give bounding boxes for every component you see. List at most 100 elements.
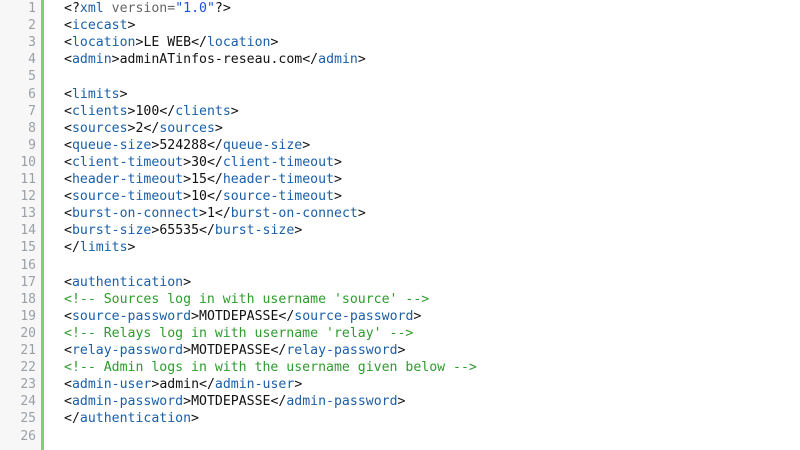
line-number: 7: [28, 103, 36, 119]
code-line[interactable]: <admin>adminATinfos-reseau.com</admin>: [64, 51, 366, 68]
code-token-punct: <: [64, 189, 72, 205]
code-token-punct: <: [64, 86, 72, 102]
line-number: 5: [28, 69, 36, 85]
code-token-punct: </: [206, 137, 223, 153]
code-token-punct: >: [357, 206, 366, 222]
code-line[interactable]: <header-timeout>15</header-timeout>: [64, 171, 342, 188]
code-token-punct: >: [183, 343, 192, 358]
code-line[interactable]: <admin-user>admin</admin-user>: [64, 376, 302, 393]
code-token-tag: source-password: [71, 308, 192, 324]
line-number: 6: [28, 86, 36, 102]
code-token-punct: >: [127, 240, 136, 256]
code-line[interactable]: <icecast>: [64, 17, 135, 34]
code-token-punct: </: [206, 189, 223, 205]
code-token-tag: limits: [79, 240, 128, 256]
code-token-tag: client-timeout: [71, 154, 184, 170]
code-token-tag: location: [206, 35, 271, 51]
code-token-tag: admin-user: [214, 377, 295, 393]
code-token-text: 1: [206, 206, 215, 222]
line-number: 12: [20, 189, 36, 205]
code-token-str: "1.0": [175, 1, 215, 16]
code-line[interactable]: <location>LE WEB</location>: [64, 34, 278, 51]
code-line[interactable]: </authentication>: [64, 410, 199, 427]
code-token-text: admin: [159, 377, 200, 393]
code-token-punct: <: [64, 172, 72, 187]
code-token-punct: >: [183, 394, 192, 410]
code-line[interactable]: <burst-size>65535</burst-size>: [64, 222, 302, 239]
line-number: 17: [20, 274, 36, 290]
code-token-punct: <: [64, 18, 72, 34]
code-token-punct: >: [302, 137, 311, 153]
code-line[interactable]: </limits>: [64, 239, 135, 256]
code-token-text: 100: [135, 103, 160, 119]
code-token-punct: <: [64, 52, 72, 68]
code-token-punct: <: [64, 343, 72, 358]
code-token-punct: >: [119, 86, 128, 102]
code-token-tag: queue-size: [71, 137, 152, 153]
code-token-tag: sources: [159, 120, 215, 136]
code-line[interactable]: <clients>100</clients>: [64, 103, 239, 120]
code-token-tag: admin-password: [286, 394, 398, 410]
code-token-punct: <: [64, 394, 72, 410]
code-token-punct: >: [334, 189, 342, 205]
code-token-punct: >: [127, 18, 136, 34]
line-number: 14: [20, 223, 36, 239]
line-number: 20: [20, 325, 36, 341]
code-line[interactable]: <!-- Relays log in with username 'relay'…: [64, 325, 413, 342]
line-number: 1: [28, 1, 36, 16]
code-line[interactable]: <!-- Sources log in with username 'sourc…: [64, 291, 429, 308]
code-token-tag: admin: [318, 52, 358, 68]
line-number: 13: [20, 206, 36, 222]
code-token-punct: </: [270, 394, 287, 410]
code-token-punct: >: [191, 308, 199, 324]
code-token-text: 30: [191, 154, 207, 170]
code-area[interactable]: <?xml version="1.0"?><icecast><location>…: [50, 0, 800, 450]
code-token-punct: >: [151, 223, 160, 239]
code-token-text: 10: [191, 189, 207, 205]
code-line[interactable]: <burst-on-connect>1</burst-on-connect>: [64, 205, 366, 222]
code-token-punct: >: [183, 189, 192, 205]
line-number: 2: [28, 18, 36, 34]
code-token-punct: </: [214, 206, 231, 222]
line-number: 18: [20, 291, 36, 307]
code-token-text: MOTDEPASSE: [191, 343, 271, 358]
line-number: 25: [20, 411, 36, 427]
code-token-comment: <!-- Relays log in with username 'relay'…: [64, 325, 414, 341]
code-token-tag: authentication: [79, 411, 192, 427]
code-line[interactable]: <sources>2</sources>: [64, 120, 223, 137]
code-token-tag: location: [71, 35, 136, 51]
code-line[interactable]: <source-password>MOTDEPASSE</source-pass…: [64, 308, 421, 325]
code-token-attr: version=: [103, 1, 176, 16]
code-token-punct: >: [127, 103, 136, 119]
code-token-punct: >: [397, 394, 406, 410]
line-number: 23: [20, 377, 36, 393]
code-token-tag: queue-size: [222, 137, 303, 153]
code-line[interactable]: <relay-password>MOTDEPASSE</relay-passwo…: [64, 342, 405, 359]
code-token-punct: </: [64, 411, 80, 427]
code-token-punct: <: [64, 120, 72, 136]
code-line[interactable]: <client-timeout>30</client-timeout>: [64, 154, 342, 171]
line-number: 26: [20, 428, 36, 444]
code-token-punct: >: [151, 137, 160, 153]
code-token-punct: </: [206, 154, 223, 170]
code-token-punct: >: [199, 206, 207, 222]
code-line[interactable]: <!-- Admin logs in with the username giv…: [64, 359, 477, 376]
code-line[interactable]: <admin-password>MOTDEPASSE</admin-passwo…: [64, 393, 405, 410]
code-token-punct: <: [64, 137, 72, 153]
code-line[interactable]: <?xml version="1.0"?>: [64, 0, 231, 17]
code-token-punct: <: [64, 308, 72, 324]
code-line[interactable]: <source-timeout>10</source-timeout>: [64, 188, 342, 205]
code-line[interactable]: <limits>: [64, 86, 128, 103]
code-token-punct: >: [230, 103, 239, 119]
code-token-punct: >: [135, 35, 144, 51]
code-line[interactable]: <authentication>: [64, 274, 191, 291]
code-token-punct: >: [294, 377, 303, 393]
code-token-punct: >: [214, 120, 223, 136]
code-token-punct: >: [183, 172, 192, 187]
code-token-tag: limits: [71, 86, 120, 102]
code-token-punct: </: [302, 52, 319, 68]
code-token-text: 65535: [159, 223, 200, 239]
code-line[interactable]: <queue-size>524288</queue-size>: [64, 137, 310, 154]
code-token-tag: source-password: [294, 308, 414, 324]
